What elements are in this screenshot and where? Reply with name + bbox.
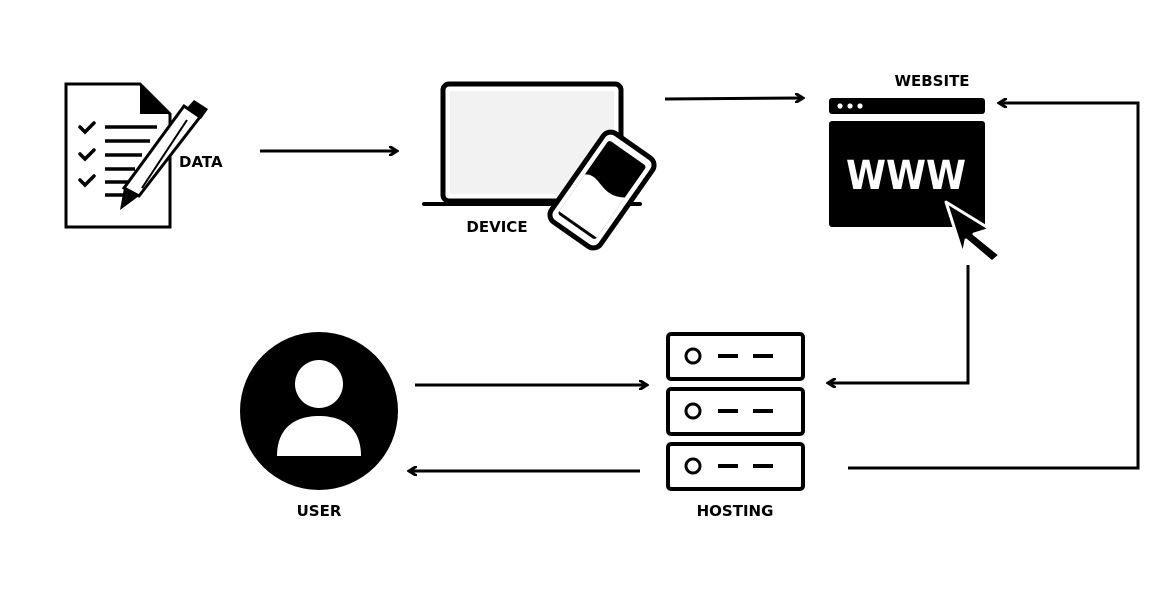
browser-window-icon: WWW bbox=[829, 98, 985, 227]
device-label: DEVICE bbox=[466, 218, 528, 236]
website-label: WEBSITE bbox=[894, 72, 970, 90]
server-unit bbox=[666, 332, 805, 381]
user-avatar-icon bbox=[240, 332, 398, 490]
mouse-cursor-icon bbox=[944, 200, 1002, 264]
arrow-hosting-to-website bbox=[848, 103, 1140, 470]
laptop-icon bbox=[422, 81, 642, 206]
arrow-device-to-website bbox=[664, 98, 802, 99]
smartphone-icon bbox=[547, 129, 657, 251]
user-label: USER bbox=[296, 502, 342, 520]
website-address-text: WWW bbox=[846, 153, 966, 199]
pencil-icon bbox=[120, 100, 208, 210]
hosting-label: HOSTING bbox=[696, 502, 774, 520]
arrow-website-to-hosting bbox=[829, 265, 970, 383]
server-rack-icon bbox=[666, 332, 805, 491]
server-unit bbox=[666, 442, 805, 491]
data-label: DATA bbox=[179, 153, 223, 171]
server-unit bbox=[666, 387, 805, 436]
